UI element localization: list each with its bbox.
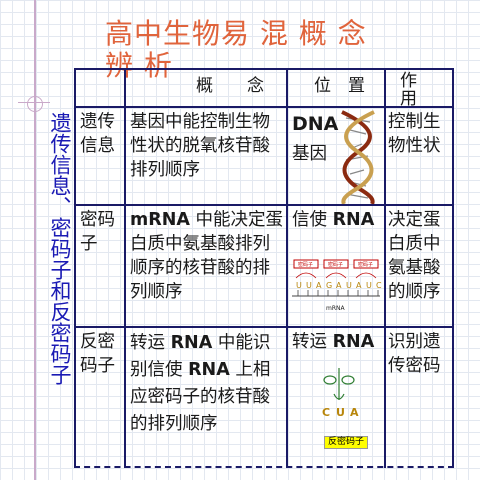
table-col-divider-1 (124, 68, 126, 468)
side-title: 遗传信息、密码子和反密码子 (48, 112, 72, 385)
row2-concept-text: 中能决定蛋白质中氨基酸排列顺序的核苷酸的排列顺序 (130, 210, 283, 302)
binder-ring-icon (27, 96, 43, 112)
codon-label: 密码子 (358, 261, 373, 268)
row3-concept-text-b: 中能识别信使 (130, 333, 271, 380)
row3-position-rna: RNA (332, 332, 375, 352)
mrna-base: U (346, 281, 352, 290)
header-function: 作 用 (400, 71, 434, 109)
mrna-base: A (356, 281, 362, 290)
mrna-base: U (306, 281, 312, 290)
table-border-bottom (74, 466, 454, 468)
mrna-base: U (366, 281, 372, 290)
mrna-base: C (376, 281, 382, 290)
row1-position-dna: DNA (292, 113, 339, 135)
row3-position: 转运 RNA (292, 330, 374, 354)
anticodon-base: A (350, 406, 359, 419)
table-col-divider-3 (384, 68, 386, 468)
mrna-caption: mRNA (326, 305, 346, 312)
anticodon-base: U (336, 406, 345, 419)
mrna-base: A (336, 281, 342, 290)
row2-concept: mRNA 中能决定蛋白质中氨基酸排列顺序的核苷酸的排列顺序 (130, 208, 284, 304)
table-border-right (452, 68, 454, 468)
row2-position-text: 信使 (292, 210, 333, 230)
anticodon-label: 反密码子 (324, 436, 369, 449)
row2-function: 决定蛋白质中氨基酸的顺序 (388, 210, 441, 302)
codon-bracket (295, 272, 317, 279)
comparison-table: 概 念 位 置 作 用 遗传信息 基因中能控制生物性状的脱氧核苷酸排列顺序 DN… (74, 68, 454, 468)
row3-concept-rna-b: RNA (188, 360, 230, 380)
mrna-base: U (296, 281, 302, 290)
row2-concept-mrna: mRNA (130, 210, 190, 230)
row3-name: 反密码子 (80, 332, 115, 376)
row3-concept-text-a: 转运 (130, 333, 171, 353)
row2-name: 密码子 (80, 210, 115, 254)
row3-concept-text-c: 上相应密码子的核苷酸的排列顺序 (130, 360, 271, 434)
codon-label-box (353, 259, 379, 269)
dna-helix-image (341, 110, 375, 204)
table-row-divider-2 (74, 326, 454, 328)
row3-function: 识别遗传密码 (388, 332, 441, 376)
header-position: 位 置 (314, 76, 365, 96)
notebook-margin-line (34, 0, 36, 480)
codon-label: 密码子 (328, 261, 343, 268)
row2-position: 信使 RNA (292, 208, 374, 232)
row3-position-text: 转运 (292, 332, 333, 352)
row2-position-rna: RNA (332, 210, 375, 230)
codon-label-box (323, 259, 349, 269)
header-concept: 概 念 (196, 76, 264, 96)
table-col-divider-2 (286, 68, 288, 468)
table-border-left (74, 68, 76, 468)
anticodon-base: C (322, 406, 330, 419)
row3-concept: 转运 RNA 中能识别信使 RNA 上相应密码子的核苷酸的排列顺序 (130, 330, 284, 438)
codon-bracket (355, 272, 377, 279)
row3-concept-rna-a: RNA (170, 333, 213, 353)
row1-name: 遗传信息 (80, 112, 115, 156)
table-border-top (74, 68, 454, 70)
table-row-divider-1 (74, 204, 454, 206)
mrna-base: G (326, 281, 332, 290)
page-title: 高中生物易 混 概 念 辨 析 (105, 17, 367, 82)
row1-position-gene: 基因 (292, 144, 327, 164)
table-header-divider (74, 106, 454, 108)
codon-label-box (293, 259, 319, 269)
row1-concept: 基因中能控制生物性状的脱氧核苷酸排列顺序 (130, 112, 270, 180)
codon-bracket (325, 272, 347, 279)
row1-function: 控制生物性状 (388, 112, 441, 156)
mrna-base: A (316, 281, 322, 290)
codon-label: 密码子 (298, 261, 313, 268)
